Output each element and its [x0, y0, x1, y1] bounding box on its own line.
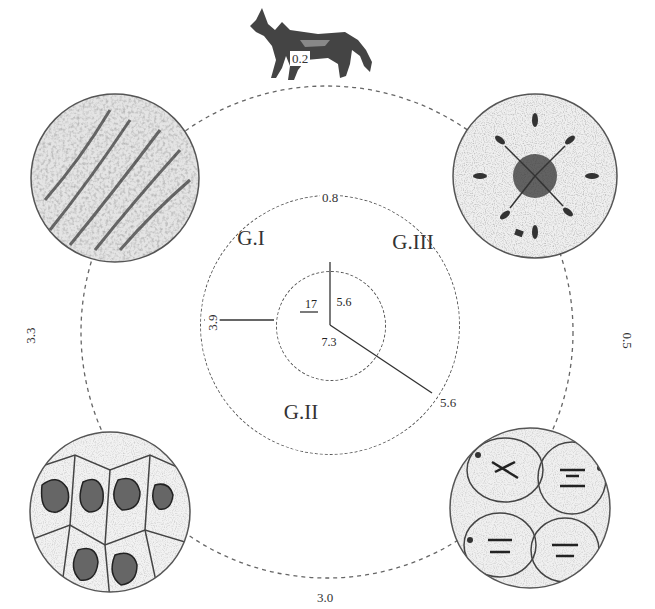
- cell-cycle-circle: G.I G.III G.II 17 5.6 7.3: [200, 195, 460, 455]
- duration-number: 3.3: [23, 325, 38, 345]
- duration-number: 0.2: [290, 51, 310, 66]
- duration-number: 7.3: [322, 336, 337, 348]
- duration-number: 3.9: [205, 312, 220, 332]
- duration-number: 5.6: [438, 395, 458, 410]
- duration-number: 5.6: [337, 296, 352, 308]
- duration-number: 0.8: [320, 190, 340, 205]
- micrograph-metaphase: [450, 92, 620, 262]
- micrograph-interphase: [28, 430, 195, 600]
- centre-circle: 17 5.6 7.3: [276, 271, 386, 381]
- micrograph-border: [31, 94, 199, 262]
- duration-number: 17: [305, 298, 317, 310]
- dog-silhouette: [250, 8, 372, 80]
- micrograph-border: [450, 428, 610, 588]
- micrograph-anaphase: [448, 426, 613, 591]
- phase-dividers: [204, 262, 432, 393]
- duration-number: 3.0: [315, 590, 335, 605]
- phase-label: G.III: [392, 232, 433, 253]
- micrograph-border: [30, 432, 190, 592]
- micrograph-border: [453, 94, 617, 258]
- duration-number: 0.5: [620, 330, 635, 350]
- phase-label: G.I: [237, 228, 264, 249]
- phase-label: G.II: [284, 402, 318, 423]
- micrograph-prophase: [30, 94, 200, 264]
